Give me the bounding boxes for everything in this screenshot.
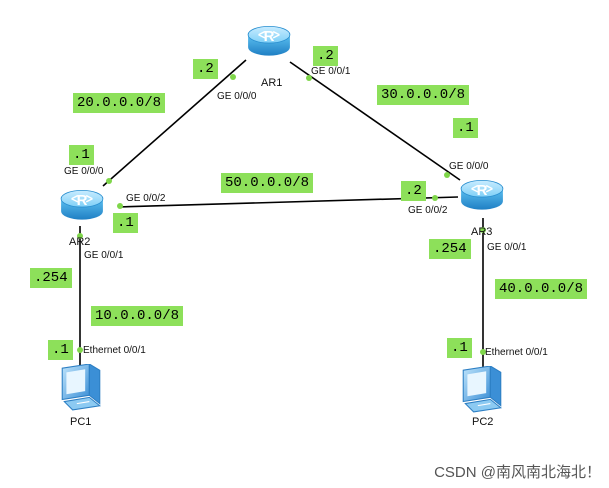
host-label-ar2-g000: .1 xyxy=(69,145,94,165)
port-label-ar3-g001: GE 0/0/1 xyxy=(487,242,527,253)
host-label-ar2-g001: .254 xyxy=(30,268,72,288)
port-dot-ar1-g000 xyxy=(230,74,236,80)
device-label-ar2: AR2 xyxy=(69,236,91,248)
router-ar2[interactable]: R xyxy=(60,189,104,221)
pc1[interactable] xyxy=(61,364,101,411)
port-dot-ar2-g000 xyxy=(106,178,112,184)
link-ar1-ar2 xyxy=(102,59,247,187)
port-dot-pc1 xyxy=(77,347,83,353)
router-ar1[interactable]: R xyxy=(247,25,291,57)
port-dot-ar3-g000 xyxy=(444,172,450,178)
network-label-ar2-pc1: 10.0.0.0/8 xyxy=(91,306,184,326)
port-label-ar1-g001: GE 0/0/1 xyxy=(311,66,351,77)
host-label-ar2-g002: .1 xyxy=(113,213,138,233)
host-label-ar1-g001: .2 xyxy=(313,46,338,66)
watermark: CSDN @南风南北海北！ xyxy=(434,464,601,481)
router-ar1-glyph: R xyxy=(264,28,275,45)
network-label-ar1-ar2: 20.0.0.0/8 xyxy=(73,93,166,113)
pc2[interactable] xyxy=(462,366,502,413)
network-label-ar3-pc2: 40.0.0.0/8 xyxy=(495,279,588,299)
port-label-ar1-g000: GE 0/0/0 xyxy=(217,91,257,102)
port-label-ar3-g002: GE 0/0/2 xyxy=(408,205,448,216)
host-label-ar3-g000: .1 xyxy=(453,118,478,138)
port-dot-ar1-g001 xyxy=(306,75,312,81)
port-label-pc2: Ethernet 0/0/1 xyxy=(485,347,548,358)
port-dot-ar3-g002 xyxy=(432,195,438,201)
router-ar3[interactable]: R xyxy=(460,179,504,211)
device-label-ar1: AR1 xyxy=(261,77,283,89)
device-label-ar3: AR3 xyxy=(471,226,493,238)
host-label-pc1: .1 xyxy=(48,340,73,360)
network-label-ar2-ar3: 50.0.0.0/8 xyxy=(221,173,314,193)
port-dot-pc2 xyxy=(480,349,486,355)
port-dot-ar2-g001 xyxy=(77,233,83,239)
port-label-ar3-g000: GE 0/0/0 xyxy=(449,161,489,172)
host-label-ar3-g001: .254 xyxy=(429,239,471,259)
port-label-pc1: Ethernet 0/0/1 xyxy=(83,345,146,356)
device-label-pc1: PC1 xyxy=(70,416,92,428)
host-label-ar1-g000: .2 xyxy=(193,59,218,79)
port-label-ar2-g000: GE 0/0/0 xyxy=(64,166,104,177)
router-ar3-glyph: R xyxy=(477,182,488,199)
network-label-ar1-ar3: 30.0.0.0/8 xyxy=(377,85,470,105)
port-label-ar2-g001: GE 0/0/1 xyxy=(84,250,124,261)
host-label-ar3-g002: .2 xyxy=(401,181,426,201)
port-dot-ar3-g001 xyxy=(480,227,486,233)
port-dot-ar2-g002 xyxy=(117,203,123,209)
device-label-pc2: PC2 xyxy=(472,416,494,428)
port-label-ar2-g002: GE 0/0/2 xyxy=(126,193,166,204)
router-ar2-glyph: R xyxy=(77,192,88,209)
host-label-pc2: .1 xyxy=(447,338,472,358)
link-ar1-ar3 xyxy=(289,61,461,181)
